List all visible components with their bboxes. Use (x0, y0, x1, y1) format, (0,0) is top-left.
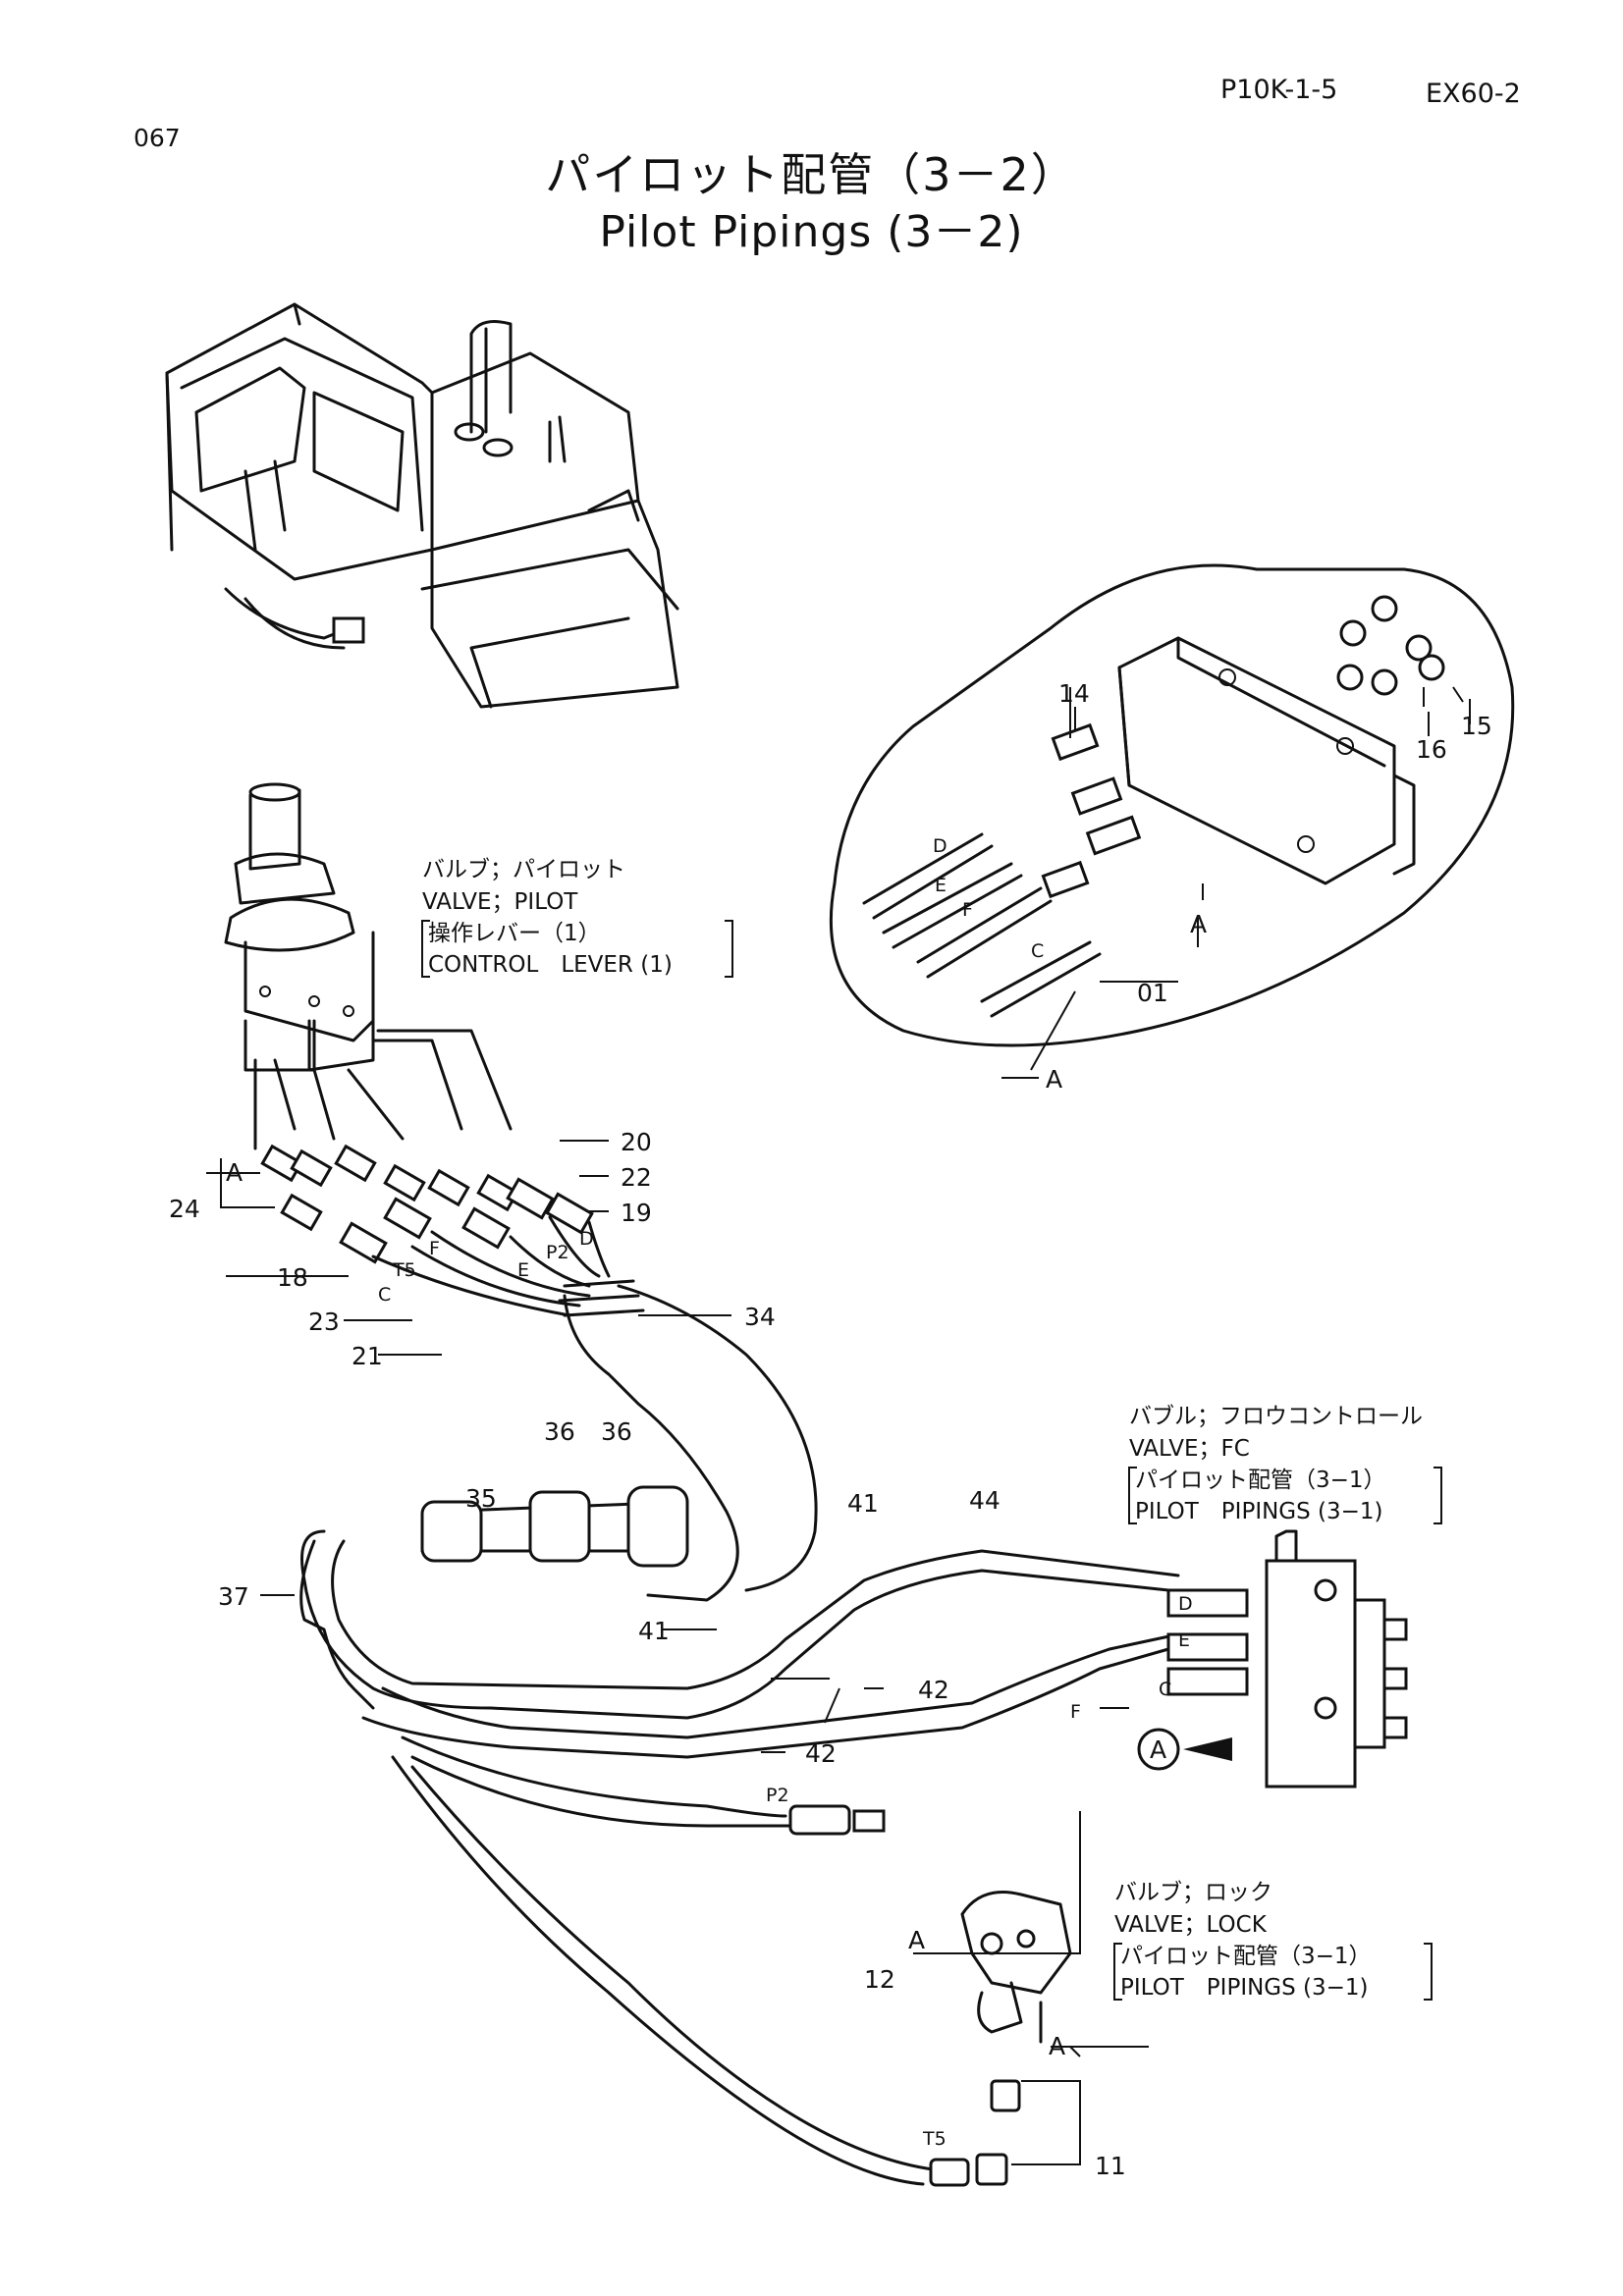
lock-hose-label-T5: T5 (922, 2128, 947, 2150)
lock-hose-label-P2: P2 (766, 1785, 789, 1806)
lock-valve-note-line-3: パイロット配管（3−1） (1120, 1944, 1372, 1969)
callout-20: 20 (621, 1128, 652, 1156)
catalog-code: P10K-1-5 (1220, 75, 1338, 105)
lock-valve-note-line-2: VALVE；LOCK (1114, 1912, 1268, 1938)
hose-label-F: F (962, 899, 973, 921)
hose-fitting-icon (260, 1144, 594, 1264)
callout-12: 12 (864, 1965, 895, 1994)
callout-14: 14 (1058, 679, 1090, 708)
fc-valve-note-line-3: パイロット配管（3−1） (1135, 1468, 1386, 1493)
harness-label-C: C (378, 1284, 391, 1306)
callout-A-lock-1: A (908, 1926, 925, 1954)
hose-label-P2: P2 (546, 1242, 569, 1263)
callout-41-b: 41 (638, 1617, 670, 1645)
pilot-valve-lever-icon (224, 782, 375, 1072)
callout-11: 11 (1095, 2152, 1126, 2180)
callout-18: 18 (277, 1263, 308, 1292)
fc-valve-note-line-4: PILOT PIPINGS (3−1) (1135, 1499, 1383, 1524)
pilot-valve-note: バルブ；パイロット VALVE；PILOT 操作レバー（1） CONTROL L… (421, 857, 733, 978)
hose-fitting-icon (862, 722, 1142, 1018)
pilot-valve-note-line-3: 操作レバー（1） (428, 921, 601, 946)
lock-valve-icon (960, 1891, 1072, 2044)
pilot-valve-note-line-4: CONTROL LEVER (1) (428, 952, 673, 978)
fc-valve-note: バブル；フロウコントロール VALVE；FC パイロット配管（3−1） PILO… (1128, 1404, 1442, 1524)
callout-24: 24 (169, 1195, 200, 1223)
page-number: 067 (134, 124, 181, 152)
callout-22: 22 (621, 1163, 652, 1192)
harness-label-E: E (517, 1259, 529, 1281)
lock-valve-note: バルブ；ロック VALVE；LOCK パイロット配管（3−1） PILOT PI… (1113, 1880, 1433, 2001)
fc-hose-label-F: F (1070, 1701, 1081, 1723)
callout-36-b: 36 (601, 1417, 632, 1446)
lock-valve-note-line-1: バルブ；ロック (1114, 1880, 1272, 1905)
section-marker-A: A (1150, 1735, 1166, 1764)
harness-label-D: D (579, 1228, 594, 1250)
fc-valve-icon (1117, 636, 1416, 885)
pilot-valve-note-line-1: バルブ；パイロット (422, 857, 625, 882)
fc-hose-label-C: C (1159, 1679, 1171, 1700)
page-title-english: Pilot Pipings (3－2) (599, 207, 1024, 257)
callout-41-a: 41 (847, 1489, 879, 1518)
callout-36-a: 36 (544, 1417, 575, 1446)
callout-21: 21 (352, 1342, 383, 1370)
fc-hose-label-E: E (1178, 1629, 1190, 1651)
model-code: EX60-2 (1426, 79, 1521, 109)
callout-15: 15 (1461, 712, 1492, 740)
callout-A-inset-2: A (1046, 1065, 1062, 1094)
callout-37: 37 (218, 1582, 249, 1611)
callout-01: 01 (1137, 979, 1168, 1007)
hose-label-D: D (933, 835, 947, 857)
callout-A-inset-1: A (1190, 910, 1207, 938)
callout-42-b: 42 (805, 1739, 837, 1768)
callout-42-a: 42 (918, 1676, 949, 1704)
harness-label-F: F (429, 1238, 440, 1259)
callout-35: 35 (465, 1484, 497, 1513)
fc-valve-note-line-1: バブル；フロウコントロール (1129, 1404, 1423, 1429)
pilot-valve-note-line-2: VALVE；PILOT (422, 889, 578, 915)
callout-44: 44 (969, 1486, 1001, 1515)
callout-34: 34 (744, 1303, 776, 1331)
page-title-japanese: パイロット配管（3－2） (545, 148, 1078, 201)
hose-label-E: E (935, 875, 947, 896)
callout-23: 23 (308, 1308, 340, 1336)
fc-valve-note-line-2: VALVE；FC (1129, 1436, 1250, 1462)
hose-fitting-icon (788, 1804, 970, 2187)
callout-A-lock-2: A (1049, 2032, 1065, 2060)
fc-valve-icon (1166, 1529, 1408, 1789)
excavator-overview-icon (165, 302, 679, 709)
callout-16: 16 (1416, 735, 1447, 764)
hose-label-C: C (1031, 940, 1044, 962)
callout-A-lever: A (226, 1158, 243, 1187)
callout-19: 19 (621, 1199, 652, 1227)
fc-hose-label-D: D (1178, 1593, 1193, 1615)
hose-label-T5: T5 (392, 1259, 416, 1281)
lock-valve-note-line-4: PILOT PIPINGS (3−1) (1120, 1975, 1369, 2001)
inset-a-detail (829, 563, 1515, 1079)
